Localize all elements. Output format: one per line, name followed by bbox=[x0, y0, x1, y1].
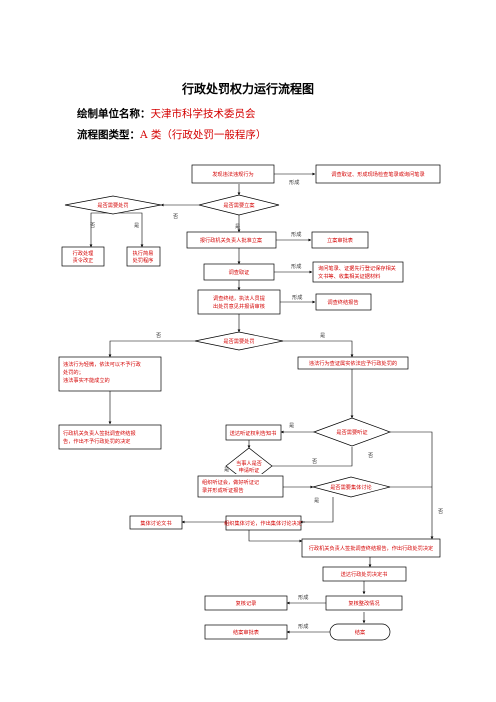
node-closing: 结案 bbox=[329, 623, 391, 641]
edge-yes-label: 是 bbox=[289, 422, 294, 429]
svg-text:结案: 结案 bbox=[355, 628, 366, 636]
svg-text:组织集体讨论，作出集体讨论决定: 组织集体讨论，作出集体讨论决定 bbox=[224, 519, 302, 527]
node-need-punish-1: 是否需要处罚 bbox=[64, 195, 162, 215]
edge-no-label: 否 bbox=[156, 332, 161, 339]
edge-no-label: 否 bbox=[90, 222, 95, 229]
edge-no-label: 否 bbox=[368, 452, 373, 459]
svg-text:调查终结，执法人员提: 调查终结，执法人员提 bbox=[213, 294, 266, 302]
svg-text:行政机关负责人签批调查终结报: 行政机关负责人签批调查终结报 bbox=[63, 429, 136, 437]
svg-text:是否需要处罚: 是否需要处罚 bbox=[97, 201, 128, 209]
edge-form-label: 形成 bbox=[298, 622, 308, 630]
edge-form-label: 形成 bbox=[291, 230, 301, 238]
node-evidence-docs: 询问笔录、证据先行登记保存相关 文书等、收集相关证据材料 bbox=[312, 261, 404, 283]
svg-text:组织听证会，做好听证记: 组织听证会，做好听证记 bbox=[202, 478, 259, 486]
svg-text:违法事实不能成立的: 违法事实不能成立的 bbox=[63, 376, 110, 384]
svg-text:违法行为查证属实依法应予行政处罚的: 违法行为查证属实依法应予行政处罚的 bbox=[309, 359, 397, 367]
node-closing-form: 结案审批表 bbox=[204, 624, 288, 640]
svg-text:告，作出不予行政处罚的决定: 告，作出不予行政处罚的决定 bbox=[63, 437, 130, 445]
node-evidence: 调查取证 bbox=[203, 263, 275, 281]
node-approve-case: 报行政机关负责人批准立案 bbox=[186, 231, 277, 249]
svg-text:立案审批表: 立案审批表 bbox=[327, 236, 354, 244]
svg-text:复核记录: 复核记录 bbox=[236, 599, 257, 607]
node-facts-clear: 违法行为查证属实依法应予行政处罚的 bbox=[297, 356, 409, 370]
unit-value: 天津市科学技术委员会 bbox=[150, 108, 256, 120]
unit-line: 绘制单位名称：天津市科学技术委员会 bbox=[77, 106, 256, 121]
node-discover: 发现违法违规行为 bbox=[191, 164, 275, 184]
node-deliver-decision: 送达行政处罚决定书 bbox=[322, 566, 407, 582]
node-collective-doc: 集体讨论文书 bbox=[129, 515, 183, 530]
node-review-record: 复核记录 bbox=[204, 595, 288, 611]
svg-text:是否需要听证: 是否需要听证 bbox=[336, 428, 367, 436]
svg-text:是否需要集体讨论: 是否需要集体讨论 bbox=[330, 483, 372, 491]
node-collective: 组织集体讨论，作出集体讨论决定 bbox=[224, 515, 302, 531]
svg-text:行政处理: 行政处理 bbox=[73, 249, 95, 257]
svg-text:行政机关负责人签批调查终结报告，作出行政处罚决定: 行政机关负责人签批调查终结报告，作出行政处罚决定 bbox=[309, 544, 434, 552]
svg-text:发现违法违规行为: 发现违法违规行为 bbox=[212, 170, 254, 178]
edge-yes-label: 是 bbox=[235, 223, 240, 230]
node-hearing-notice: 送达听证权利告知书 bbox=[225, 424, 282, 441]
node-sign-decision: 行政机关负责人签批调查终结报告，作出行政处罚决定 bbox=[301, 538, 441, 558]
svg-text:处罚的；: 处罚的； bbox=[63, 368, 84, 376]
edge-no-label: 否 bbox=[173, 213, 178, 220]
svg-text:当事人是否: 当事人是否 bbox=[236, 459, 262, 467]
edge-form-label: 形成 bbox=[291, 262, 301, 270]
node-order-fix: 行政处理 责令改正 bbox=[61, 246, 105, 267]
unit-label: 绘制单位名称： bbox=[77, 108, 151, 120]
node-exec-simple: 执行简易 处罚程序 bbox=[126, 246, 161, 267]
edge-form-label: 形成 bbox=[289, 178, 299, 186]
edge-yes-label: 是 bbox=[224, 466, 229, 473]
type-line: 流程图类型：A 类（行政处罚一般程序） bbox=[77, 127, 266, 142]
node-decide-no: 行政机关负责人签批调查终结报 告，作出不予行政处罚的决定 bbox=[58, 424, 162, 450]
node-case-form: 立案审批表 bbox=[311, 231, 369, 249]
svg-text:执行简易: 执行简易 bbox=[133, 249, 154, 257]
type-value: A 类（行政处罚一般程序） bbox=[140, 129, 267, 141]
node-need-case: 是否需要立案 bbox=[198, 194, 280, 216]
edge-form-label: 形成 bbox=[292, 293, 302, 301]
svg-text:处罚程序: 处罚程序 bbox=[133, 256, 154, 264]
node-review-fix: 复核整改情况 bbox=[325, 595, 403, 611]
svg-text:违法行为轻微，依法可以不予行政: 违法行为轻微，依法可以不予行政 bbox=[63, 360, 142, 368]
svg-text:结案审批表: 结案审批表 bbox=[233, 628, 260, 636]
svg-text:送达听证权利告知书: 送达听证权利告知书 bbox=[230, 429, 277, 437]
svg-text:调查取证、形成现场检查笔录或询问笔录: 调查取证、形成现场检查笔录或询问笔录 bbox=[331, 170, 424, 178]
svg-text:调查终结报告: 调查终结报告 bbox=[327, 298, 358, 306]
type-label: 流程图类型： bbox=[77, 129, 140, 141]
svg-text:报行政机关负责人批准立案: 报行政机关负责人批准立案 bbox=[200, 236, 263, 244]
edge-yes-label: 是 bbox=[314, 497, 319, 504]
node-end-investigation: 调查终结，执法人员提 出处罚意见并报请审核 bbox=[197, 289, 281, 315]
svg-text:送达行政处罚决定书: 送达行政处罚决定书 bbox=[341, 570, 388, 578]
edge-form-label: 形成 bbox=[298, 593, 308, 601]
edge-yes-label: 是 bbox=[134, 222, 139, 229]
svg-text:是否需要处罚: 是否需要处罚 bbox=[223, 337, 254, 345]
edge-no-label: 否 bbox=[312, 458, 317, 465]
edge-no-label: 否 bbox=[438, 508, 443, 515]
page-title: 行政处罚权力运行流程图 bbox=[181, 82, 314, 96]
edge-labels: 形成 否 否 是 是 形成 形成 形成 否 是 是 否 否 是 是 否 形成 形… bbox=[90, 178, 443, 630]
svg-text:是否需要立案: 是否需要立案 bbox=[223, 201, 255, 209]
node-investigate-pre: 调查取证、形成现场检查笔录或询问笔录 bbox=[315, 164, 441, 184]
svg-text:调查取证: 调查取证 bbox=[229, 268, 250, 276]
svg-text:文书等、收集相关证据材料: 文书等、收集相关证据材料 bbox=[318, 272, 380, 280]
edge-yes-label: 是 bbox=[320, 332, 325, 339]
node-no-punish-reason: 违法行为轻微，依法可以不予行政 处罚的； 违法事实不能成立的 bbox=[58, 356, 162, 392]
svg-text:复核整改情况: 复核整改情况 bbox=[348, 599, 380, 607]
node-need-hearing: 是否需要听证 bbox=[312, 417, 392, 447]
connectors bbox=[89, 172, 434, 634]
node-final-report: 调查终结报告 bbox=[315, 293, 372, 311]
node-hearing: 组织听证会，做好听证记 录并形成听证报告 bbox=[197, 474, 284, 498]
svg-text:申请听证: 申请听证 bbox=[239, 466, 260, 474]
node-need-punish-2: 是否需要处罚 bbox=[194, 331, 284, 351]
svg-text:责令改正: 责令改正 bbox=[73, 256, 94, 264]
svg-text:集体讨论文书: 集体讨论文书 bbox=[140, 519, 171, 527]
svg-text:询问笔录、证据先行登记保存相关: 询问笔录、证据先行登记保存相关 bbox=[318, 264, 396, 272]
svg-text:出处罚意见并报请审核: 出处罚意见并报请审核 bbox=[213, 302, 265, 310]
svg-text:录并形成听证报告: 录并形成听证报告 bbox=[202, 486, 244, 494]
node-need-collective: 是否需要集体讨论 bbox=[311, 476, 391, 498]
